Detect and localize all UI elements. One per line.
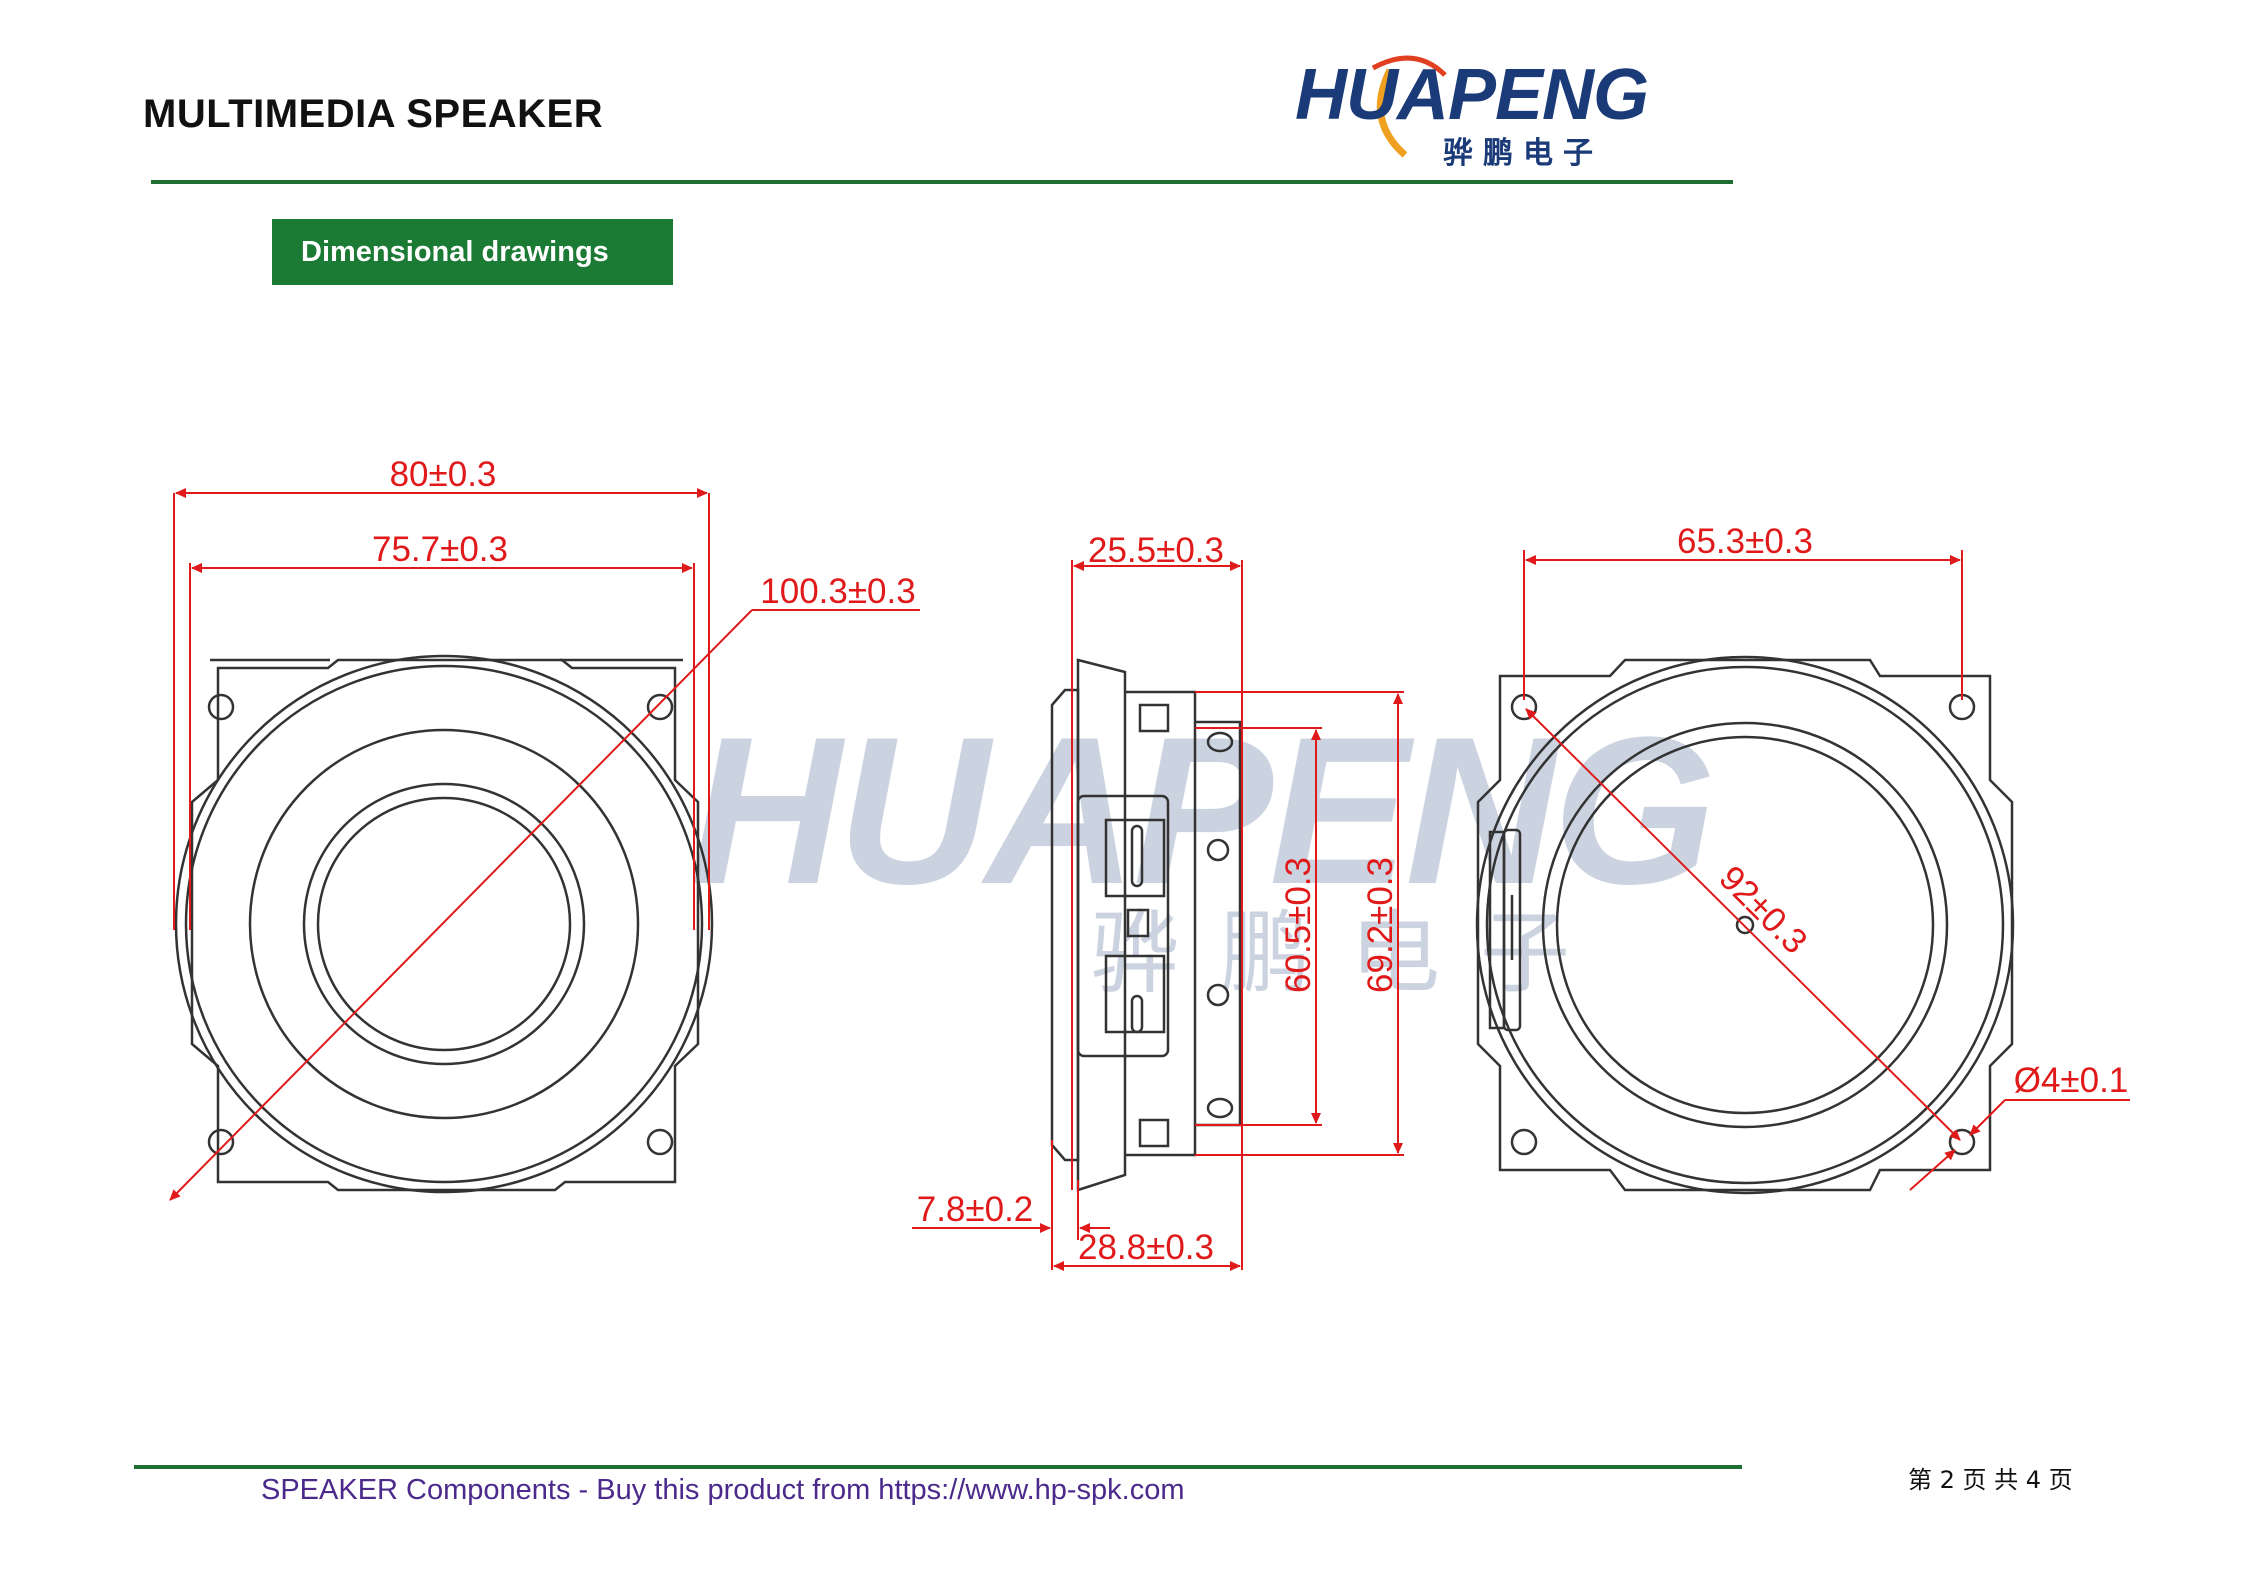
footer-text: SPEAKER Components - Buy this product fr… [261, 1474, 1185, 1506]
back-dimension-lines [1523, 550, 2130, 1191]
side-depth-top-label: 25.5±0.3 [1088, 531, 1224, 570]
front-inner-width-label: 75.7±0.3 [372, 530, 508, 569]
footer-divider [134, 1465, 1742, 1469]
back-hole-spacing-label: 65.3±0.3 [1677, 522, 1813, 561]
back-hole-diameter-label: Ø4±0.1 [2014, 1061, 2129, 1100]
front-diagonal-label: 100.3±0.3 [760, 572, 915, 611]
page-number: 第 2 页 共 4 页 [1908, 1466, 2073, 1494]
front-dimension-lines [169, 488, 920, 1201]
logo-text: HUAPENG [1295, 55, 1649, 135]
side-view [1050, 658, 1242, 1192]
page-title: MULTIMEDIA SPEAKER [143, 92, 604, 136]
side-inner-height-label: 60.5±0.3 [1279, 857, 1318, 993]
side-outer-height-label: 69.2±0.3 [1361, 857, 1400, 993]
front-outer-width-label: 80±0.3 [390, 455, 497, 494]
side-flange-label: 7.8±0.2 [917, 1190, 1034, 1229]
side-total-depth-label: 28.8±0.3 [1078, 1228, 1214, 1267]
logo-chinese-text: 骅鹏电子 [1443, 136, 1603, 171]
logo-swoosh-icon [1371, 55, 1447, 158]
brand-logo: HUAPENG 骅鹏电子 [1295, 40, 1649, 171]
side-dimension-lines [912, 560, 1404, 1271]
header-divider [151, 180, 1733, 184]
front-view [174, 654, 714, 1194]
section-label: Dimensional drawings [272, 219, 673, 285]
